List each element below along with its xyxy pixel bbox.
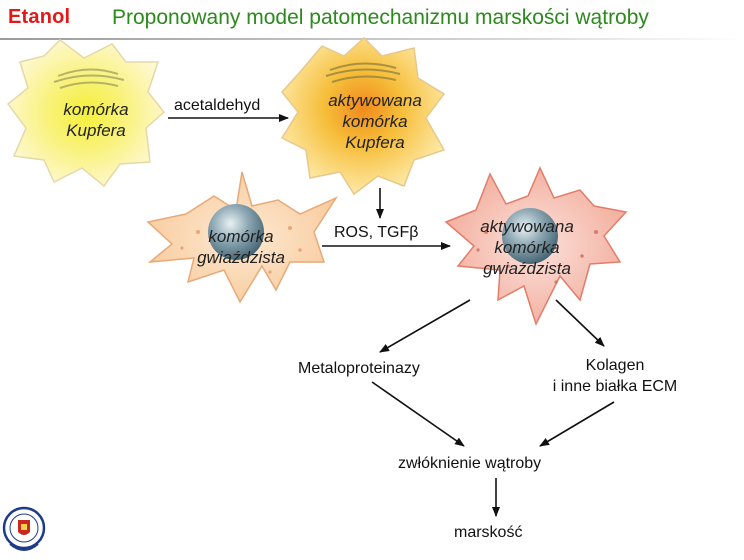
activated-kupffer-cell-label: aktywowana komórka Kupfera	[328, 91, 422, 152]
slide-header: Etanol Proponowany model patomechanizmu …	[0, 0, 744, 40]
acetaldehyde-label: acetaldehyd	[174, 97, 261, 114]
activated-stellate-cell-label: aktywowana komórka gwiaździsta	[480, 217, 574, 278]
slide-title: Proponowany model patomechanizmu marskoś…	[112, 6, 649, 29]
stellate-cell	[146, 171, 338, 304]
activated-kupffer-cell	[280, 36, 446, 196]
fibrosis-label: zwłóknienie wątroby	[398, 455, 542, 472]
slide-tag: Etanol	[8, 6, 71, 28]
activated-stellate-nucleus	[502, 208, 558, 264]
university-seal-icon	[2, 506, 46, 551]
kupffer-cell	[6, 39, 166, 188]
metalloproteinases-label: Metaloproteinazy	[298, 360, 420, 377]
to-metalloproteinases-arrow	[379, 299, 471, 353]
activated-stellate-cell	[444, 166, 628, 326]
collagen-to-fibrosis-arrow	[539, 401, 615, 447]
stellate-cell-label: komórka gwiaździsta	[197, 227, 285, 267]
header-rule	[0, 38, 744, 40]
metalloproteinases-to-fibrosis-arrow	[371, 381, 465, 447]
collagen-label: Kolagen i inne białka ECM	[552, 357, 678, 395]
to-collagen-arrow	[555, 299, 605, 347]
cirrhosis-label: marskość	[454, 524, 523, 541]
ros-tgf-label: ROS, TGFβ	[334, 224, 419, 241]
kupffer-cell-label: komórka Kupfera	[63, 100, 129, 140]
stellate-nucleus	[208, 204, 264, 260]
